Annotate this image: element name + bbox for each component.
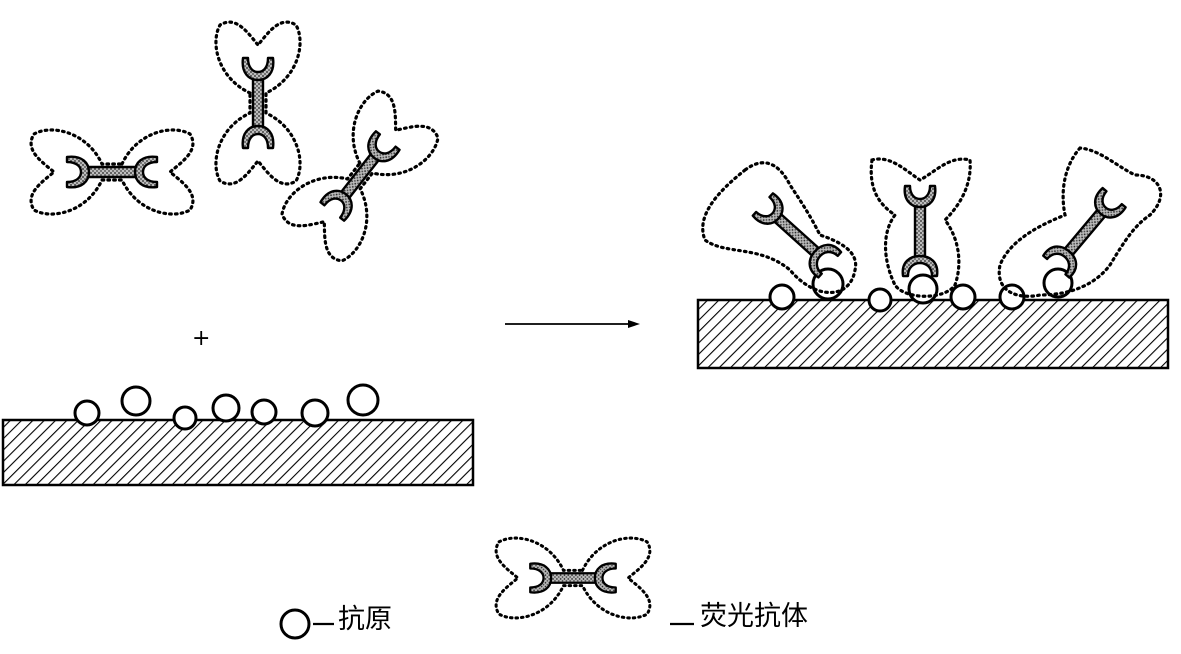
bound-antibody-left <box>750 190 843 279</box>
plus-sign: + <box>192 326 211 351</box>
bound-antibody-middle <box>901 184 939 278</box>
free-antibody-vertical <box>214 20 302 186</box>
reaction-arrow <box>505 320 640 328</box>
left-slide <box>1 383 475 487</box>
legend-antibody-symbol <box>494 536 652 620</box>
legend <box>279 536 694 640</box>
legend-antigen-symbol <box>279 608 311 640</box>
free-antibody-horizontal <box>29 128 195 216</box>
legend-antibody-label: 荧光抗体 <box>700 601 808 632</box>
right-slide <box>696 146 1170 370</box>
bound-antibody-halo-right <box>997 146 1163 298</box>
bound-antibody-halo-left <box>701 161 858 294</box>
free-antibody-tilted <box>275 84 445 268</box>
bound-antibody-right <box>1041 185 1129 279</box>
legend-antigen-label: 抗原 <box>338 604 392 635</box>
left-antigens <box>73 383 380 431</box>
bound-antibody-halo-middle <box>869 157 972 298</box>
